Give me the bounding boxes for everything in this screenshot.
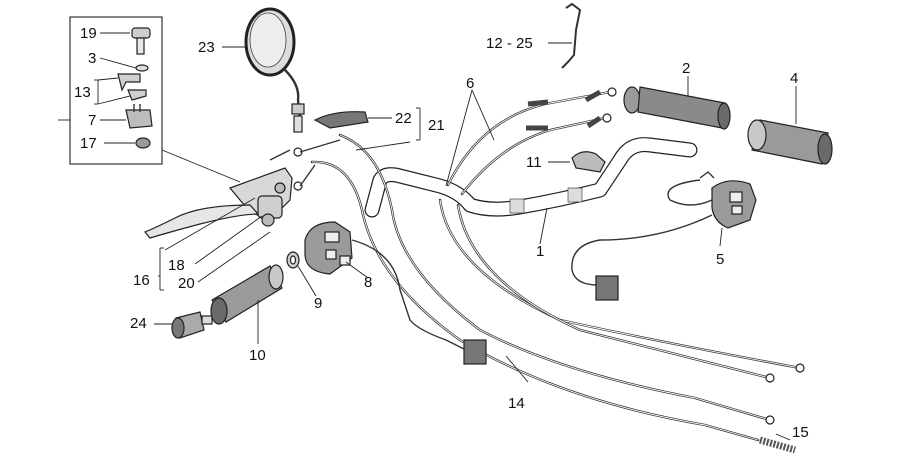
label-12-25: 12 - 25 xyxy=(486,35,533,52)
callout-labels: 19 3 13 7 17 23 12 - 25 2 4 6 22 21 11 1… xyxy=(74,25,809,441)
part-12-25-hook xyxy=(548,2,582,69)
part-13-clamp xyxy=(94,73,147,105)
part-8-left-switch xyxy=(304,221,369,279)
label-8: 8 xyxy=(364,274,372,291)
label-21: 21 xyxy=(428,117,445,134)
label-7: 7 xyxy=(88,112,96,129)
label-17: 17 xyxy=(80,135,97,152)
part-3-washer xyxy=(99,57,149,72)
label-13: 13 xyxy=(74,84,91,101)
label-9: 9 xyxy=(314,295,322,312)
clutch-lever-assembly xyxy=(144,149,293,291)
part-9-washer xyxy=(286,251,317,297)
part-10-grip xyxy=(210,264,284,344)
label-5: 5 xyxy=(716,251,724,268)
part-2-throttle-grip xyxy=(623,76,731,130)
label-6: 6 xyxy=(466,75,474,92)
part-4-grip xyxy=(747,86,833,165)
part-23-mirror xyxy=(222,7,305,133)
label-2: 2 xyxy=(682,60,690,77)
label-19: 19 xyxy=(80,25,97,42)
part-17-nut xyxy=(104,137,151,149)
part-22-bracket xyxy=(293,107,421,191)
part-1-handlebar xyxy=(364,137,698,245)
label-4: 4 xyxy=(790,70,798,87)
label-1: 1 xyxy=(536,243,544,260)
label-16: 16 xyxy=(133,272,150,289)
label-20: 20 xyxy=(178,275,195,292)
label-18: 18 xyxy=(168,257,185,274)
part-5-right-switch xyxy=(571,171,757,301)
part-7-bracket xyxy=(100,104,153,129)
label-23: 23 xyxy=(198,39,215,56)
cables xyxy=(310,89,805,454)
label-24: 24 xyxy=(130,315,147,332)
part-19-screw xyxy=(100,27,151,55)
label-15: 15 xyxy=(792,424,809,441)
label-14: 14 xyxy=(508,395,525,412)
part-24-bar-end xyxy=(154,311,213,339)
inset-box xyxy=(58,16,241,183)
cable-ends-top xyxy=(526,87,617,131)
label-11: 11 xyxy=(526,154,542,171)
label-3: 3 xyxy=(88,50,96,67)
label-22: 22 xyxy=(395,110,412,127)
part-11-clip xyxy=(548,151,606,173)
label-10: 10 xyxy=(249,347,266,364)
